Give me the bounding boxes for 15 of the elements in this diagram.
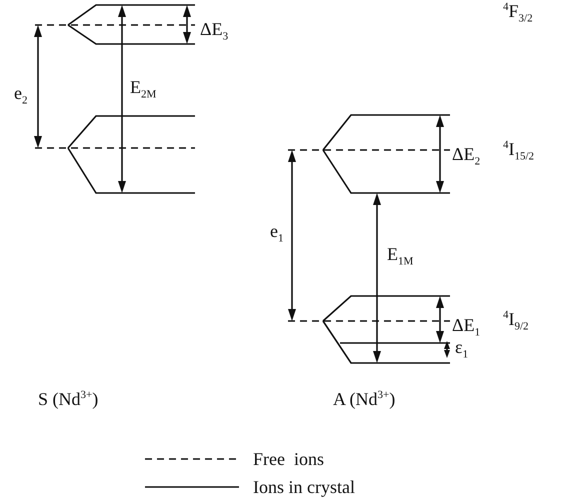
level-label: E$_{1M}$: [387, 245, 414, 268]
level-label: ΔE$_{2}$: [452, 145, 480, 168]
level-label: $^{4}$I$_{15/2}$: [503, 140, 534, 163]
level-label: S (Nd$^{3+}$): [38, 390, 98, 408]
level-label: e$_{1}$: [270, 222, 284, 245]
level-label: ε$_{1}$: [455, 338, 468, 361]
level-label: e$_{2}$: [14, 84, 28, 107]
legend-text: Ions in crystal: [253, 478, 355, 496]
legend-text: Free ions: [253, 450, 324, 468]
level-label: E$_{2M}$: [130, 78, 156, 101]
level-label: ΔE$_{3}$: [200, 20, 228, 43]
level-label: A (Nd$^{3+}$): [333, 390, 396, 408]
level-label: $^{4}$I$_{9/2}$: [503, 310, 529, 333]
level-label: ΔE$_{1}$: [452, 316, 480, 339]
level-label: $^{4}$F$_{3/2}$: [503, 2, 533, 25]
